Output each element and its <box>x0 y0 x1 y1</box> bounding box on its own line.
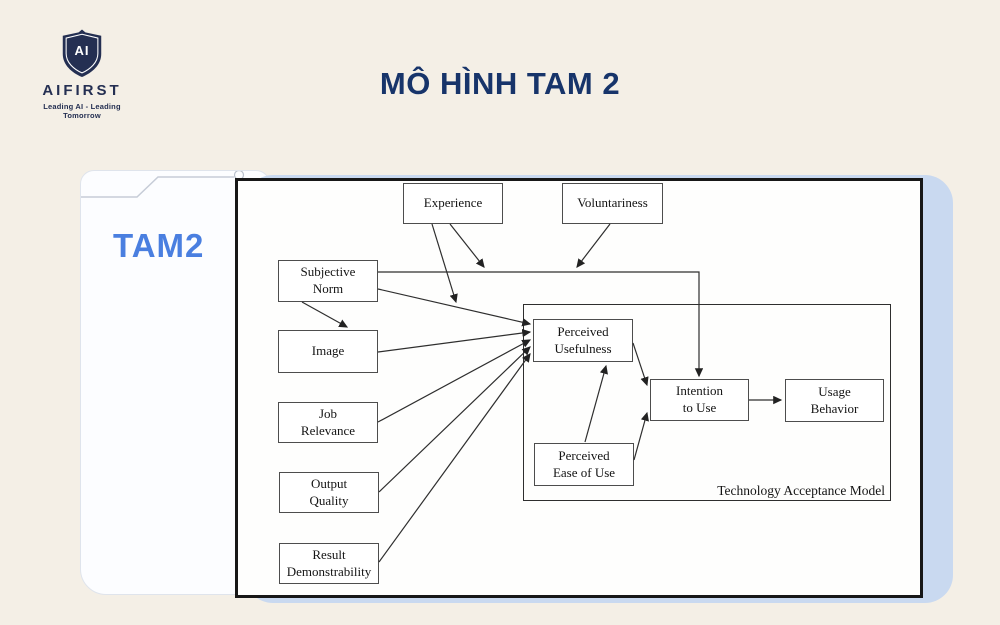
brand-tagline: Leading AI - Leading Tomorrow <box>43 102 121 120</box>
edge-job-relevance-to-perceived-usefulness <box>377 339 532 423</box>
tam2-diagram: Technology Acceptance Model Experience Vol… <box>235 178 923 598</box>
card-title: TAM2 <box>113 227 205 264</box>
edge-image-to-perceived-usefulness <box>377 328 532 353</box>
shield-monogram: AI <box>74 43 90 58</box>
node-experience: Experience <box>403 183 503 224</box>
shield-icon: AI <box>56 28 108 78</box>
tam-frame-label: Technology Acceptance Model <box>717 483 885 498</box>
brand-logo: AI AIFIRST Leading AI - Leading Tomorrow <box>26 28 138 120</box>
brand-name: AIFIRST <box>42 82 122 99</box>
edge-subjective-norm-to-perceived-usefulness <box>377 288 532 327</box>
edge-output-quality-to-perceived-usefulness <box>378 346 531 493</box>
node-image: Image <box>278 330 378 373</box>
page-title: MÔ HÌNH TAM 2 <box>379 66 621 101</box>
node-voluntariness: Voluntariness <box>562 183 663 224</box>
edge-result-demonstrability-to-perceived-usefulness <box>378 353 531 563</box>
edge-experience-to-sn-usefulness-link <box>431 223 458 304</box>
edge-voluntariness-to-sn-intention-link <box>576 223 611 268</box>
edge-experience-to-sn-intention-link <box>449 223 485 268</box>
edge-subjective-norm-to-image <box>301 301 349 328</box>
